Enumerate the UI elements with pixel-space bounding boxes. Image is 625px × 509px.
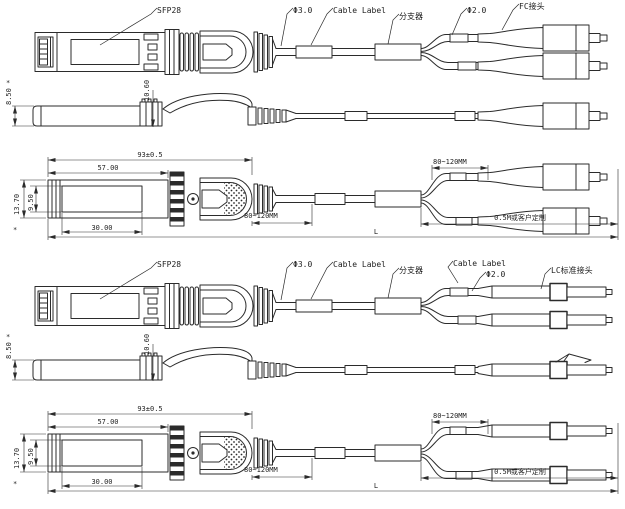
dim-window-length: 30.00 bbox=[91, 478, 112, 486]
sfp-module-top bbox=[34, 283, 277, 329]
dim-window-length: 30.00 bbox=[91, 224, 112, 232]
fc-connector-upper bbox=[477, 24, 608, 52]
callout-splitter: 分支器 bbox=[399, 265, 423, 275]
fc-assembly-drawing: SFP28 Φ3.0 Cable Label 分支器 Φ2.0 FC接头 8.5… bbox=[5, 1, 618, 240]
lc-callouts: SFP28 Φ3.0 Cable Label 分支器 Cable Label Φ… bbox=[99, 259, 593, 301]
sfp-module-side bbox=[32, 347, 297, 381]
dim-total-length: 93±0.5 bbox=[137, 405, 162, 413]
lc-connector-upper bbox=[477, 282, 613, 302]
callout-cable-dia: Φ3.0 bbox=[293, 6, 312, 15]
cable-splitter-bottom bbox=[275, 172, 479, 226]
leader-line bbox=[540, 267, 552, 290]
leader-line bbox=[387, 267, 400, 299]
sfp-module-top bbox=[34, 29, 277, 75]
lc-top-view bbox=[34, 282, 613, 330]
sfp-module-bottom bbox=[47, 425, 277, 481]
callout-branch-label: Cable Label bbox=[453, 259, 506, 268]
leader-line bbox=[451, 7, 468, 36]
dim-latch-height: 10.60 bbox=[143, 80, 151, 101]
cable-splitter-top bbox=[275, 33, 479, 71]
dim-module-height: 8.50 bbox=[5, 342, 13, 359]
callout-cable-label: Cable Label bbox=[333, 6, 386, 15]
dim-module-width: 13.70 bbox=[13, 194, 21, 215]
dim-asterisk: * bbox=[6, 79, 10, 87]
callout-module: SFP28 bbox=[157, 6, 181, 15]
cable-splitter-top bbox=[275, 287, 479, 325]
callout-module: SFP28 bbox=[157, 260, 181, 269]
fc-connector-side bbox=[477, 102, 608, 130]
callout-cable-label: Cable Label bbox=[333, 260, 386, 269]
callout-splitter: 分支器 bbox=[399, 11, 423, 21]
dim-boot-section: 80~120MM bbox=[244, 466, 278, 474]
dim-asterisk: * bbox=[6, 333, 10, 341]
sfp-module-side bbox=[32, 93, 297, 127]
fc-side-view bbox=[12, 90, 608, 130]
callout-branch-dia: Φ2.0 bbox=[467, 6, 486, 15]
leader-line bbox=[310, 261, 334, 300]
fc-top-view bbox=[34, 24, 608, 80]
sfp-module-bottom bbox=[47, 171, 277, 227]
dim-window-width: 9.50 bbox=[27, 448, 35, 465]
leader-line bbox=[280, 7, 294, 47]
dim-tail-length: 0.5M或客户定制 bbox=[494, 213, 546, 222]
fc-connector-lower bbox=[477, 52, 608, 80]
dim-branch-section: 80~120MM bbox=[433, 158, 467, 166]
dim-window-width: 9.50 bbox=[27, 194, 35, 211]
cable-side bbox=[295, 111, 479, 121]
dim-overall-length: L bbox=[374, 482, 378, 490]
lc-assembly-drawing: SFP28 Φ3.0 Cable Label 分支器 Cable Label Φ… bbox=[5, 259, 618, 494]
lc-connector-side bbox=[477, 360, 613, 380]
dim-overall-length: L bbox=[374, 228, 378, 236]
fc-dim-texts: 8.50 * 10.60 93±0.5 57.00 13.70 9.50 * 3… bbox=[5, 79, 546, 236]
dim-branch-section: 80~120MM bbox=[433, 412, 467, 420]
leader-line bbox=[99, 261, 158, 300]
lc-connector-upper bbox=[477, 421, 613, 441]
lc-connector-lower bbox=[477, 310, 613, 330]
leader-line bbox=[280, 261, 294, 301]
leader-line bbox=[387, 13, 400, 45]
leader-line bbox=[99, 7, 158, 46]
lc-dim-texts: 8.50 * 10.60 93±0.5 57.00 13.70 9.50 * 3… bbox=[5, 333, 546, 490]
leader-line bbox=[447, 260, 459, 284]
callout-cable-dia: Φ3.0 bbox=[293, 260, 312, 269]
leader-line bbox=[310, 7, 334, 46]
dim-latch-height: 10.60 bbox=[143, 334, 151, 355]
fc-callouts: SFP28 Φ3.0 Cable Label 分支器 Φ2.0 FC接头 bbox=[99, 1, 545, 47]
dim-body-length: 57.00 bbox=[97, 164, 118, 172]
dim-module-height: 8.50 bbox=[5, 88, 13, 105]
cable-side bbox=[295, 365, 479, 375]
dim-asterisk: * bbox=[13, 226, 17, 234]
callout-branch-dia: Φ2.0 bbox=[486, 270, 505, 279]
callout-connector: FC接头 bbox=[519, 1, 545, 11]
leader-line bbox=[501, 3, 520, 31]
dim-asterisk: * bbox=[13, 480, 17, 488]
dim-total-length: 93±0.5 bbox=[137, 151, 162, 159]
cable-splitter-bottom bbox=[275, 426, 479, 480]
dim-tail-length: 0.5M或客户定制 bbox=[494, 467, 546, 476]
callout-connector: LC标准接头 bbox=[551, 265, 593, 275]
dim-boot-section: 80~120MM bbox=[244, 212, 278, 220]
fc-connector-upper bbox=[477, 163, 608, 191]
lc-side-view bbox=[12, 344, 613, 381]
dim-module-width: 13.70 bbox=[13, 448, 21, 469]
dim-body-length: 57.00 bbox=[97, 418, 118, 426]
leader-line bbox=[471, 271, 487, 292]
